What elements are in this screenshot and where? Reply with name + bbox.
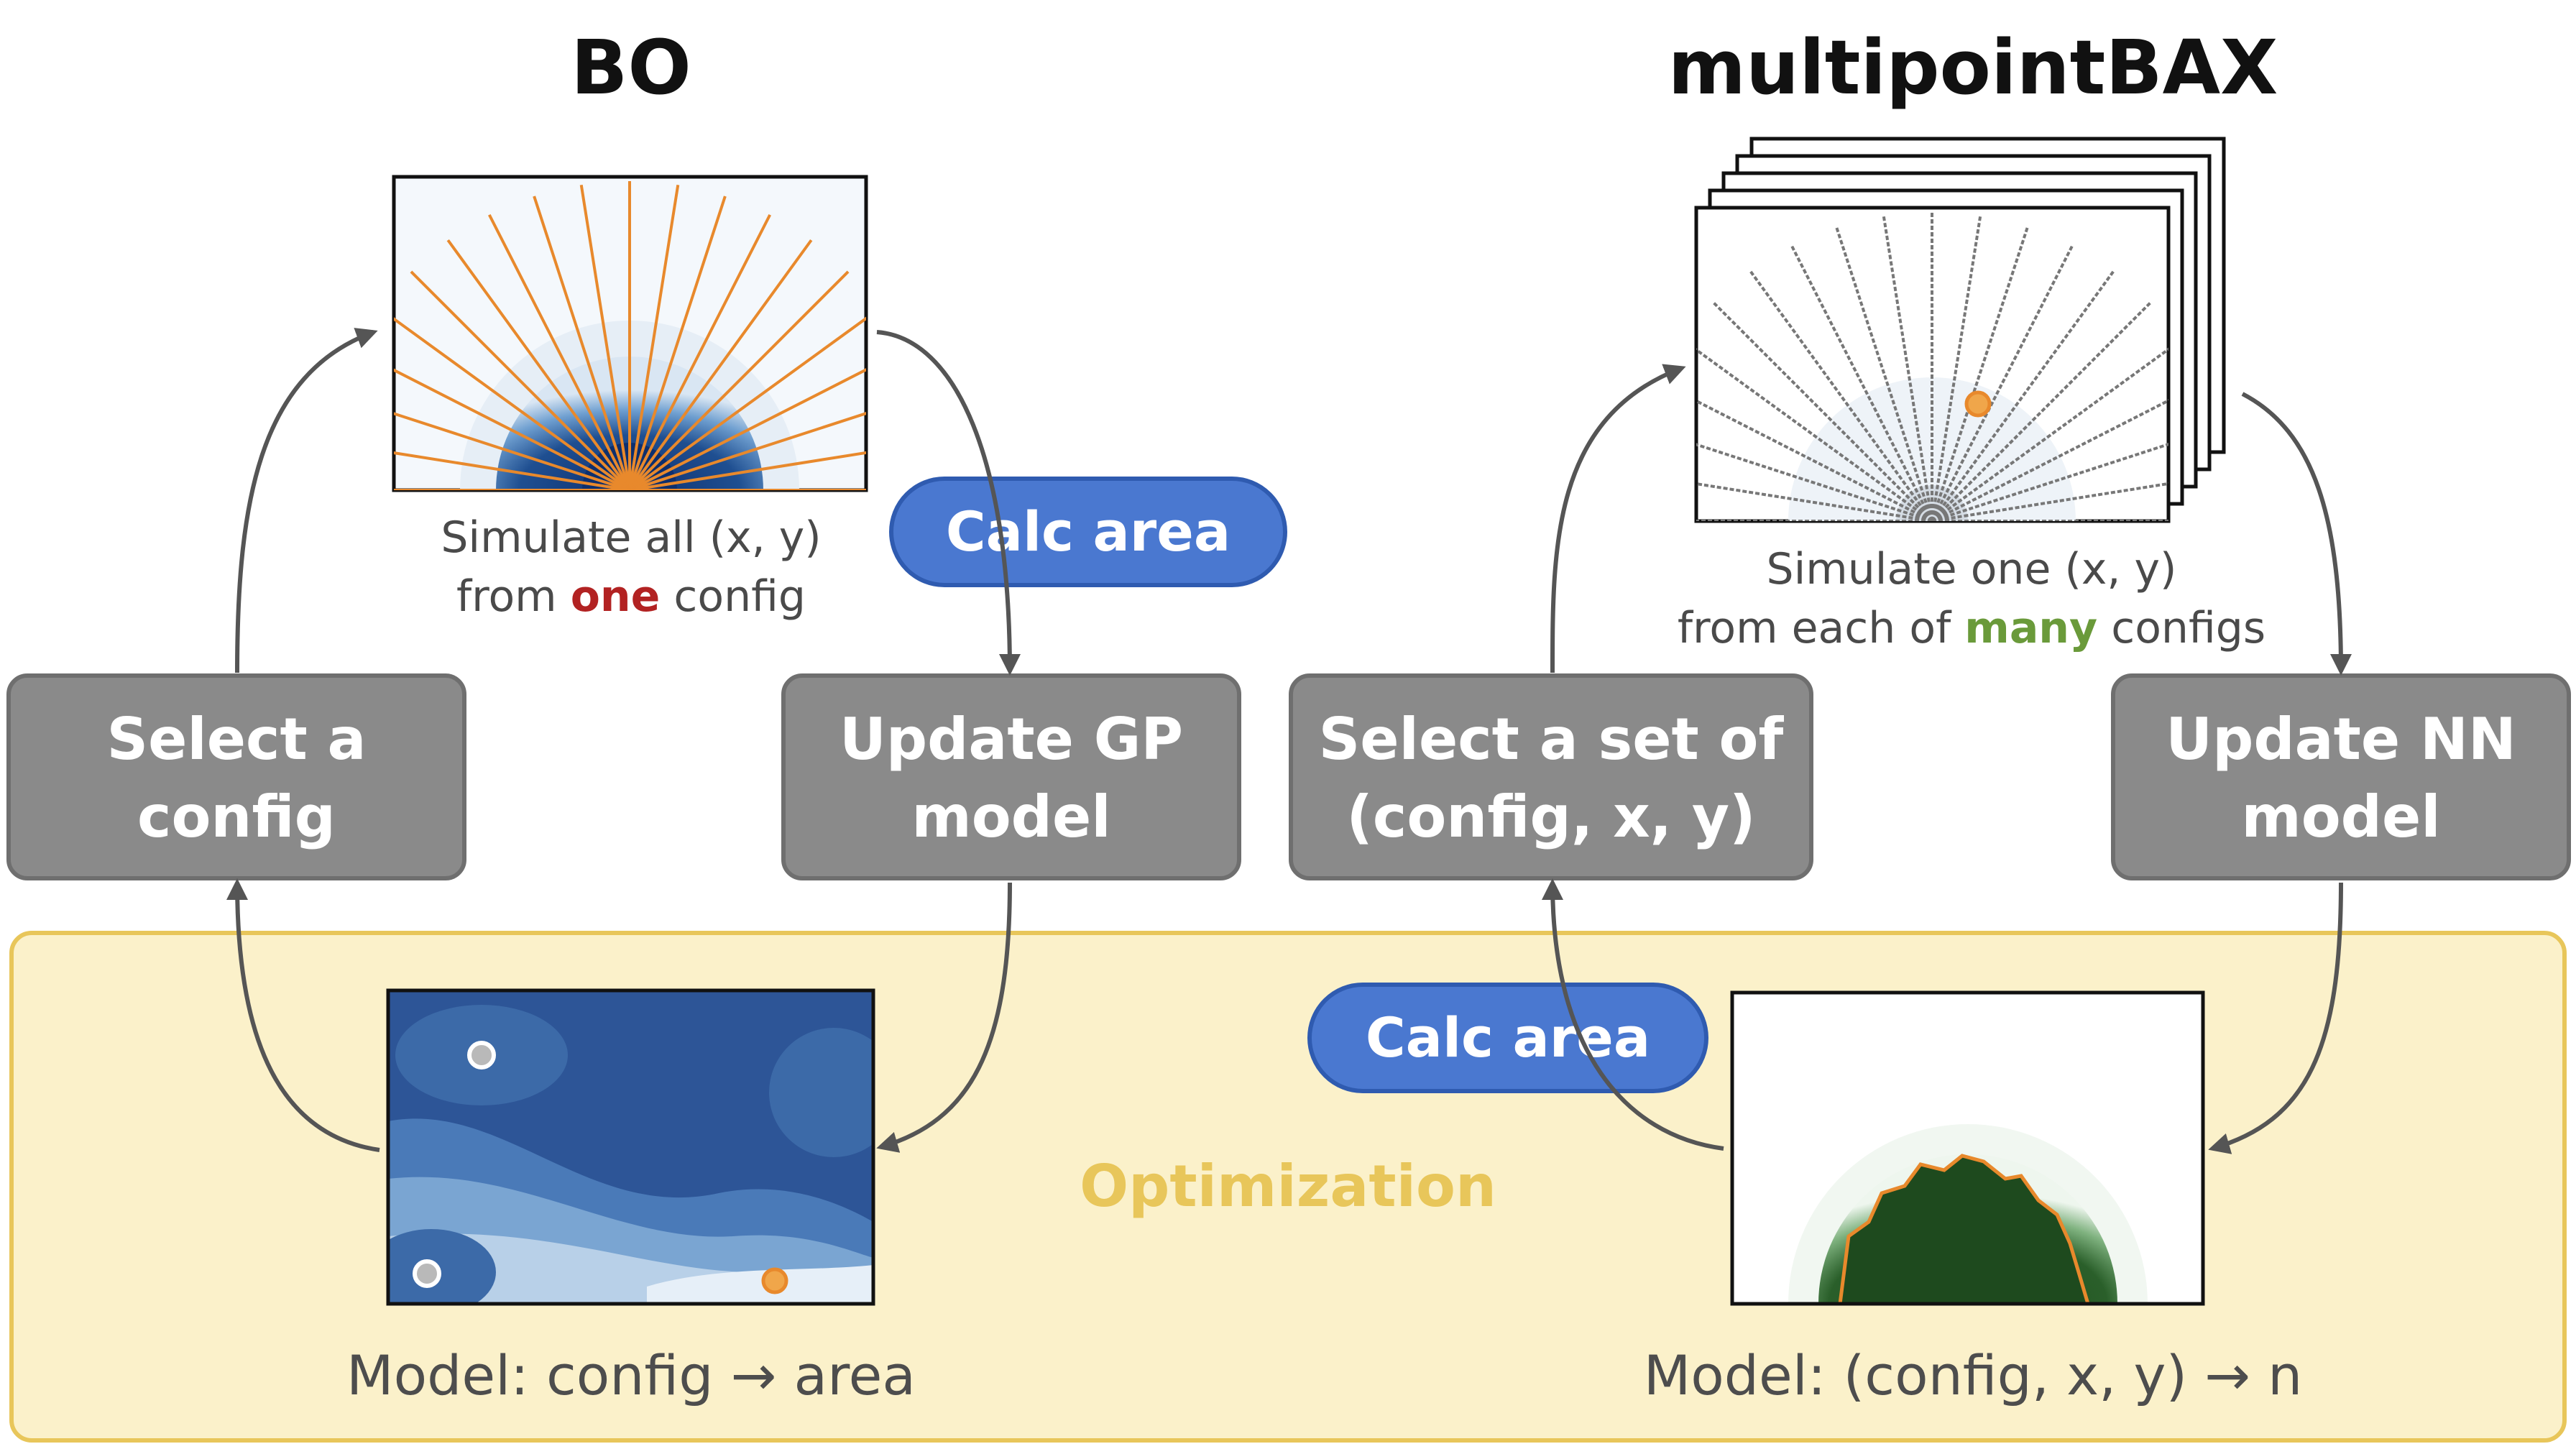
scan-ray bbox=[629, 451, 866, 490]
bo-caption-line1: Simulate all (x, y) bbox=[441, 512, 821, 563]
multipoint-select-set-box: Select a set of (config, x, y) bbox=[1289, 673, 1813, 880]
arrow-select-set-to-simulate bbox=[1550, 364, 1686, 673]
bo-update-gp-box: Update GP model bbox=[781, 673, 1241, 880]
bo-caption-line2: from one config bbox=[456, 571, 806, 622]
svg-text:Select a set of: Select a set of bbox=[1319, 706, 1785, 773]
bo-sampled-point bbox=[467, 1041, 496, 1070]
svg-text:config: config bbox=[137, 783, 336, 850]
multipoint-nn-model-image bbox=[1730, 990, 2205, 1306]
multipoint-simulation-stack bbox=[1694, 137, 2226, 523]
multipointbax-title: multipointBAX bbox=[1668, 24, 2278, 111]
scan-ray bbox=[629, 411, 866, 490]
multipoint-caption-line2: from each of many configs bbox=[1678, 603, 2266, 653]
multipoint-sampled-point bbox=[1964, 390, 1992, 418]
scan-ray bbox=[533, 196, 631, 490]
bo-select-config-box: Select a config bbox=[6, 673, 466, 880]
scan-ray bbox=[628, 213, 771, 490]
scan-ray bbox=[446, 239, 631, 490]
bo-model-label: Model: config → area bbox=[346, 1343, 916, 1407]
scan-ray bbox=[410, 270, 631, 490]
svg-text:Update GP: Update GP bbox=[840, 706, 1183, 773]
bo-candidate-point bbox=[761, 1267, 788, 1294]
arrow-update-nn-to-model bbox=[2208, 882, 2343, 1154]
arrow-update-to-model bbox=[876, 882, 1012, 1153]
scan-ray bbox=[394, 368, 630, 490]
svg-text:Calc area: Calc area bbox=[946, 500, 1230, 564]
scan-ray bbox=[488, 213, 631, 490]
multipoint-calc-area-pill: Calc area bbox=[1307, 983, 1708, 1093]
bo-gp-model-image bbox=[386, 988, 875, 1306]
scan-ray bbox=[629, 368, 866, 490]
arrow-simulate-to-update-nn bbox=[2241, 392, 2352, 676]
svg-text:Select a: Select a bbox=[106, 706, 366, 773]
scan-ray bbox=[394, 451, 630, 490]
svg-text:Update NN: Update NN bbox=[2166, 706, 2516, 773]
scan-ray bbox=[628, 184, 680, 490]
scan-ray bbox=[628, 270, 850, 490]
scan-ray bbox=[628, 239, 813, 490]
arrow-simulate-to-update bbox=[876, 330, 1021, 676]
bo-simulation-image bbox=[392, 175, 868, 492]
bo-title: BO bbox=[571, 24, 691, 111]
multipoint-caption-line1: Simulate one (x, y) bbox=[1767, 544, 2177, 594]
scan-ray bbox=[628, 316, 866, 490]
scan-ray bbox=[394, 317, 631, 490]
svg-text:(config, x, y): (config, x, y) bbox=[1346, 783, 1755, 850]
bo-sampled-point bbox=[413, 1259, 441, 1288]
svg-text:model: model bbox=[911, 783, 1110, 850]
scan-ray bbox=[628, 196, 727, 490]
bo-scan-rays bbox=[394, 181, 866, 490]
multipoint-area-boundary bbox=[1838, 1154, 2090, 1304]
multipoint-caption-emphasis: many bbox=[1964, 603, 2097, 653]
scan-ray bbox=[579, 184, 631, 490]
arrow-select-to-simulate bbox=[235, 328, 378, 673]
svg-text:Calc area: Calc area bbox=[1366, 1006, 1650, 1070]
arrow-model-to-select bbox=[226, 878, 380, 1152]
svg-text:model: model bbox=[2241, 783, 2440, 850]
arrow-model-to-select-set bbox=[1542, 878, 1724, 1151]
multipoint-model-label: Model: (config, x, y) → n bbox=[1644, 1343, 2303, 1407]
optimization-label: Optimization bbox=[1080, 1153, 1496, 1220]
multipoint-update-nn-box: Update NN model bbox=[2111, 673, 2571, 880]
scan-ray bbox=[394, 412, 630, 490]
bo-caption-emphasis: one bbox=[571, 571, 661, 622]
bo-calc-area-pill: Calc area bbox=[889, 477, 1287, 587]
